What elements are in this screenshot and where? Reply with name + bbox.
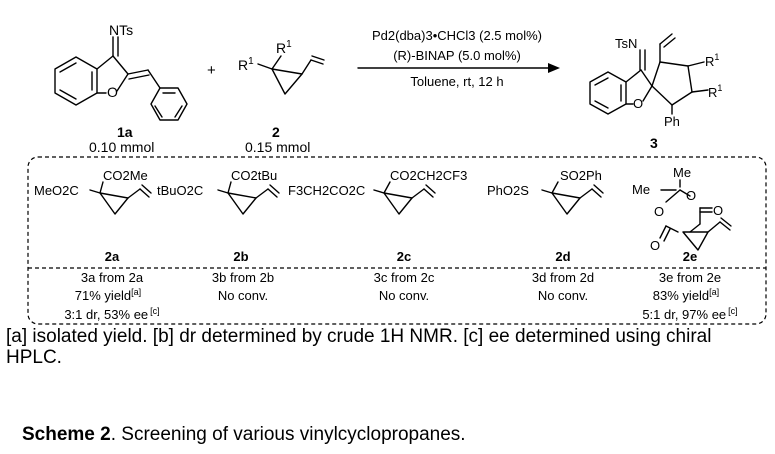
substrate-2a-label: 2a bbox=[105, 249, 120, 264]
result-3b-outcome: No conv. bbox=[218, 288, 268, 303]
substrate-2e-label: 2e bbox=[683, 249, 697, 264]
caption-text: . Screening of various vinylcyclopropane… bbox=[110, 424, 466, 445]
substrate-2c-label: 2c bbox=[397, 249, 411, 264]
product-3-phenyl: Ph bbox=[664, 114, 680, 129]
result-3a-yield: 71% yield[a] bbox=[75, 287, 141, 303]
product-3-r1-lower: R1 bbox=[708, 83, 722, 100]
substrate-2b-left-group: tBuO2C bbox=[157, 183, 203, 198]
result-3d-label: 3d from 2d bbox=[532, 270, 594, 285]
substrate-2e-carbonyl-o-right: O bbox=[713, 203, 723, 218]
substrate-2c-top-group: CO2CH2CF3 bbox=[390, 168, 467, 183]
reactant-2-label: 2 bbox=[272, 124, 280, 140]
substrate-2c-structure bbox=[373, 181, 436, 215]
substrate-2b-top-group: CO2tBu bbox=[231, 168, 277, 183]
result-3e-selectivity: 5:1 dr, 97% ee[c] bbox=[642, 306, 737, 322]
substrate-2e-oxygen-upper: O bbox=[686, 188, 696, 203]
substrate-panel-border bbox=[27, 156, 767, 325]
product-3-tsn-group: TsN bbox=[615, 36, 637, 51]
substrate-2e-structure bbox=[659, 179, 732, 251]
substrate-2a-structure bbox=[89, 181, 152, 215]
reactant-1a-label: 1a bbox=[117, 124, 133, 140]
substrate-2a-left-group: MeO2C bbox=[34, 183, 79, 198]
reaction-arrow bbox=[357, 63, 560, 73]
substrate-2b-label: 2b bbox=[233, 249, 248, 264]
result-3e-label: 3e from 2e bbox=[659, 270, 721, 285]
result-3b-label: 3b from 2b bbox=[212, 270, 274, 285]
reactant-1a-ring-oxygen: O bbox=[107, 84, 118, 100]
substrate-2e-carbonyl-o-left: O bbox=[650, 238, 660, 253]
substrate-2b-structure bbox=[217, 181, 280, 215]
reactant-2-amount: 0.15 mmol bbox=[245, 139, 310, 155]
substrate-2e-oxygen-lower: O bbox=[654, 204, 664, 219]
substrate-2d-left-group: PhO2S bbox=[487, 183, 529, 198]
reactant-2-r1-top: R1 bbox=[276, 39, 292, 56]
result-3c-label: 3c from 2c bbox=[374, 270, 435, 285]
reactant-1a-nts-group: NTs bbox=[109, 22, 133, 38]
substrate-2e-me-top: Me bbox=[673, 165, 691, 180]
substrate-2e-me-left: Me bbox=[632, 182, 650, 197]
result-3a-selectivity: 3:1 dr, 53% ee[c] bbox=[64, 306, 159, 322]
condition-catalyst: Pd2(dba)3•CHCl3 (2.5 mol%) bbox=[372, 28, 542, 43]
condition-solvent: Toluene, rt, 12 h bbox=[410, 74, 503, 89]
plus-sign: + bbox=[207, 62, 216, 79]
reactant-2-structure bbox=[257, 55, 325, 95]
result-3a-label: 3a from 2a bbox=[81, 270, 144, 285]
substrate-2d-structure bbox=[541, 181, 604, 215]
condition-ligand: (R)-BINAP (5.0 mol%) bbox=[393, 48, 521, 63]
reactant-1a-structure bbox=[54, 36, 188, 121]
substrate-2c-left-group: F3CH2CO2C bbox=[288, 183, 365, 198]
reactant-1a-amount: 0.10 mmol bbox=[89, 139, 154, 155]
product-3-label: 3 bbox=[650, 135, 658, 151]
substrate-2a-top-group: CO2Me bbox=[103, 168, 148, 183]
result-3e-yield: 83% yield[a] bbox=[653, 287, 719, 303]
result-3c-outcome: No conv. bbox=[379, 288, 429, 303]
scheme-footnote: [a] isolated yield. [b] dr determined by… bbox=[6, 326, 712, 368]
product-3-ring-oxygen: O bbox=[633, 96, 643, 111]
product-3-r1-upper: R1 bbox=[705, 52, 719, 69]
substrate-2d-top-group: SO2Ph bbox=[560, 168, 602, 183]
reactant-2-r1-left: R1 bbox=[238, 56, 254, 73]
reaction-scheme: NTs O 1a 0.10 mmol + R1 R1 2 0.15 mmol P… bbox=[27, 22, 767, 325]
result-3d-outcome: No conv. bbox=[538, 288, 588, 303]
product-3-structure bbox=[589, 33, 709, 115]
caption-label: Scheme 2 bbox=[22, 424, 111, 445]
substrate-2d-label: 2d bbox=[555, 249, 570, 264]
scheme-caption: Scheme 2. Screening of various vinylcycl… bbox=[22, 424, 466, 446]
